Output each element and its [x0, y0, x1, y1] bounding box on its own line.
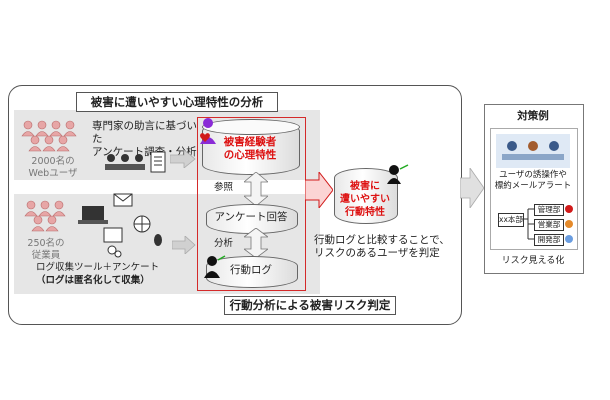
hacker-icon	[387, 164, 409, 184]
cylinder-log-label: 行動ログ	[230, 264, 272, 276]
meeting-icon	[105, 151, 166, 173]
double-arrow-icon	[244, 172, 268, 206]
org-lines	[522, 208, 534, 240]
cylinder-survey-label: アンケート回答	[214, 211, 288, 223]
diagram-title: 被害に遭いやすい心理特性の分析	[76, 92, 278, 112]
risk-visual-label: リスク見える化	[501, 256, 565, 266]
pc-mail-icons	[78, 193, 162, 258]
cylinder-psych-label: 被害経験者 の心理特性	[223, 136, 277, 161]
org-root: xx本部	[498, 213, 524, 227]
people-group-icon	[24, 200, 66, 232]
arrow-right-icon	[170, 150, 196, 168]
vulnerable-label: 被害に 遭いやすい 行動特性	[340, 181, 390, 218]
measure1-label: ユーザの誘操作や 標約メールアラート	[494, 170, 572, 191]
web-users-label: 2000名の Webユーザ	[28, 156, 78, 179]
red-arrow-icon	[305, 172, 333, 208]
analysis-label: 分析	[214, 238, 234, 249]
org-dept-2: 営業部	[534, 219, 564, 231]
footer-title: 行動分析による被害リスク判定	[224, 296, 396, 315]
people-group-icon	[21, 120, 77, 152]
compare-note: 行動ログと比較することで、 リスクのあるユーザを判定	[314, 234, 450, 259]
hacker-icon	[204, 255, 226, 278]
employees-label: 250名の 従業員	[27, 238, 65, 261]
cylinder-psych-top	[202, 119, 300, 135]
org-dept-3: 開発部	[534, 234, 564, 246]
heart-person-icon	[200, 118, 216, 144]
arrow-right-icon	[172, 236, 196, 254]
risk-dots	[565, 205, 573, 243]
double-arrow-icon	[244, 228, 268, 258]
meeting-photo-icon	[496, 134, 570, 168]
org-dept-1: 管理部	[534, 204, 564, 216]
analysis-frame	[197, 117, 306, 291]
log-note: （ログは匿名化して収集）	[36, 275, 150, 286]
cylinder-vulnerable	[334, 168, 398, 224]
cylinder-log	[206, 256, 298, 288]
ref-label: 参照	[214, 182, 234, 193]
measures-title: 対策例	[517, 110, 549, 122]
gray-arrow-icon	[460, 168, 484, 208]
log-tool-label: ログ収集ツール＋アンケート	[36, 262, 160, 273]
